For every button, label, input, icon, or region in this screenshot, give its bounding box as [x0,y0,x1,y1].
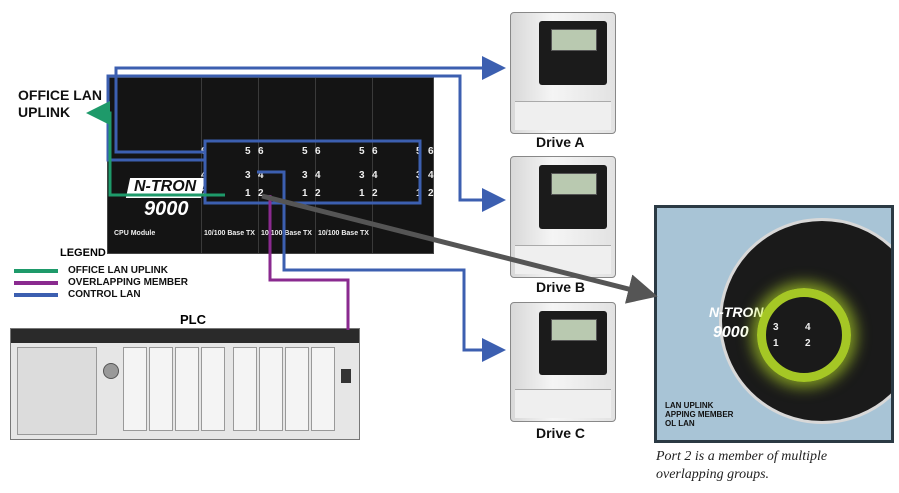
switch-slot-divider [258,78,259,253]
switch-port-number: 6 [201,146,207,157]
zoom-legend-line: OL LAN [665,419,695,428]
switch-slot-divider [372,78,373,253]
switch-port-number: 4 [372,170,378,181]
drive-base [515,101,611,130]
zoom-legend-line: APPING MEMBER [665,410,734,419]
legend-swatch-overlap [14,281,58,285]
switch-slot-divider [315,78,316,253]
switch-status-label: 10/100 Base TX [318,230,369,237]
switch-port-number: 6 [258,146,264,157]
switch-port-number: 2 [428,188,434,199]
plc-io-module [149,347,173,431]
switch-port-number: 5 [245,146,251,157]
legend-item-overlap: OVERLAPPING MEMBER [68,277,189,288]
zoom-port-number: 3 [773,322,779,333]
legend-item-office: OFFICE LAN UPLINK [68,265,168,276]
drive-b-unit [510,156,616,278]
switch-port-number: 3 [245,170,251,181]
drive-base [515,245,611,274]
switch-port-number: 1 [302,188,308,199]
office-lan-uplink-label: OFFICE LAN UPLINK [18,87,102,121]
plc-rack [10,328,360,440]
plc-io-module [259,347,283,431]
switch-status-label: 10/100 Base TX [204,230,255,237]
drive-base [515,389,611,418]
switch-port-number: 6 [315,146,321,157]
drive-keypad [539,21,607,85]
switch-port-number: 6 [372,146,378,157]
switch-port-number: 3 [359,170,365,181]
switch-port-number: 4 [315,170,321,181]
plc-io-module [123,347,147,431]
zoom-port-number: 1 [773,338,779,349]
drive-keypad [539,311,607,375]
drive-a-unit [510,12,616,134]
switch-slot-divider [201,78,202,253]
legend-item-control: CONTROL LAN [68,289,141,300]
zoom-port-number: 2 [805,338,811,349]
plc-io-module [311,347,335,431]
legend-swatch-control [14,293,58,297]
drive-c-unit [510,302,616,422]
office-lan-line2: UPLINK [18,104,71,120]
switch-port-number: 5 [416,146,422,157]
zoom-port-number: 4 [805,322,811,333]
switch-port-number: 4 [428,170,434,181]
zoom-detail-panel: N-TRON 9000 3 4 1 2 LAN UPLINK APPING ME… [654,205,894,443]
switch-port-number: 5 [302,146,308,157]
plc-io-module [233,347,257,431]
switch-port-number: 2 [315,188,321,199]
zoom-highlight-ring [757,288,851,382]
caption-line1: Port 2 is a member of multiple [656,449,828,464]
zoom-legend-fragment: LAN UPLINK APPING MEMBER OL LAN [665,401,733,428]
zoom-magnifier-lens [719,218,891,424]
ntron-switch: N-TRON 9000 CPU Module 10/100 Base TX 10… [107,77,434,254]
switch-port-number: 1 [416,188,422,199]
legend-swatch-office [14,269,58,273]
plc-ethernet-port [341,369,351,383]
plc-io-module [201,347,225,431]
drive-c-label: Drive C [536,425,586,441]
switch-port-number: 4 [201,170,207,181]
switch-port-number: 1 [245,188,251,199]
switch-status-label: 10/100 Base TX [261,230,312,237]
legend-title: LEGEND [60,247,106,259]
office-lan-line1: OFFICE LAN [18,87,102,103]
switch-brand: N-TRON [134,178,197,195]
zoom-legend-line: LAN UPLINK [665,401,714,410]
drive-b-label: Drive B [536,279,586,295]
plc-top-bar [11,329,359,343]
plc-key-switch-icon [103,363,119,379]
switch-port-number: 2 [258,188,264,199]
zoom-model: 9000 [713,324,749,341]
switch-status-label: CPU Module [114,230,156,237]
zoom-caption: Port 2 is a member of multiple overlappi… [656,448,896,484]
switch-model: 9000 [144,198,189,220]
switch-port-number: 1 [359,188,365,199]
plc-label: PLC [180,312,206,327]
switch-port-number: 4 [258,170,264,181]
plc-cpu-module [17,347,97,435]
drive-display [551,319,597,341]
caption-line2: overlapping groups. [656,467,770,482]
switch-port-number: 3 [302,170,308,181]
switch-port-number: 6 [428,146,434,157]
plc-io-module [175,347,199,431]
switch-port-number: 5 [359,146,365,157]
drive-a-label: Drive A [536,134,585,150]
drive-display [551,173,597,195]
drive-keypad [539,165,607,229]
drive-display [551,29,597,51]
zoom-brand: N-TRON [709,304,764,320]
plc-io-module [285,347,309,431]
switch-port-number: 2 [201,188,207,199]
switch-port-number: 2 [372,188,378,199]
switch-port-number: 3 [416,170,422,181]
